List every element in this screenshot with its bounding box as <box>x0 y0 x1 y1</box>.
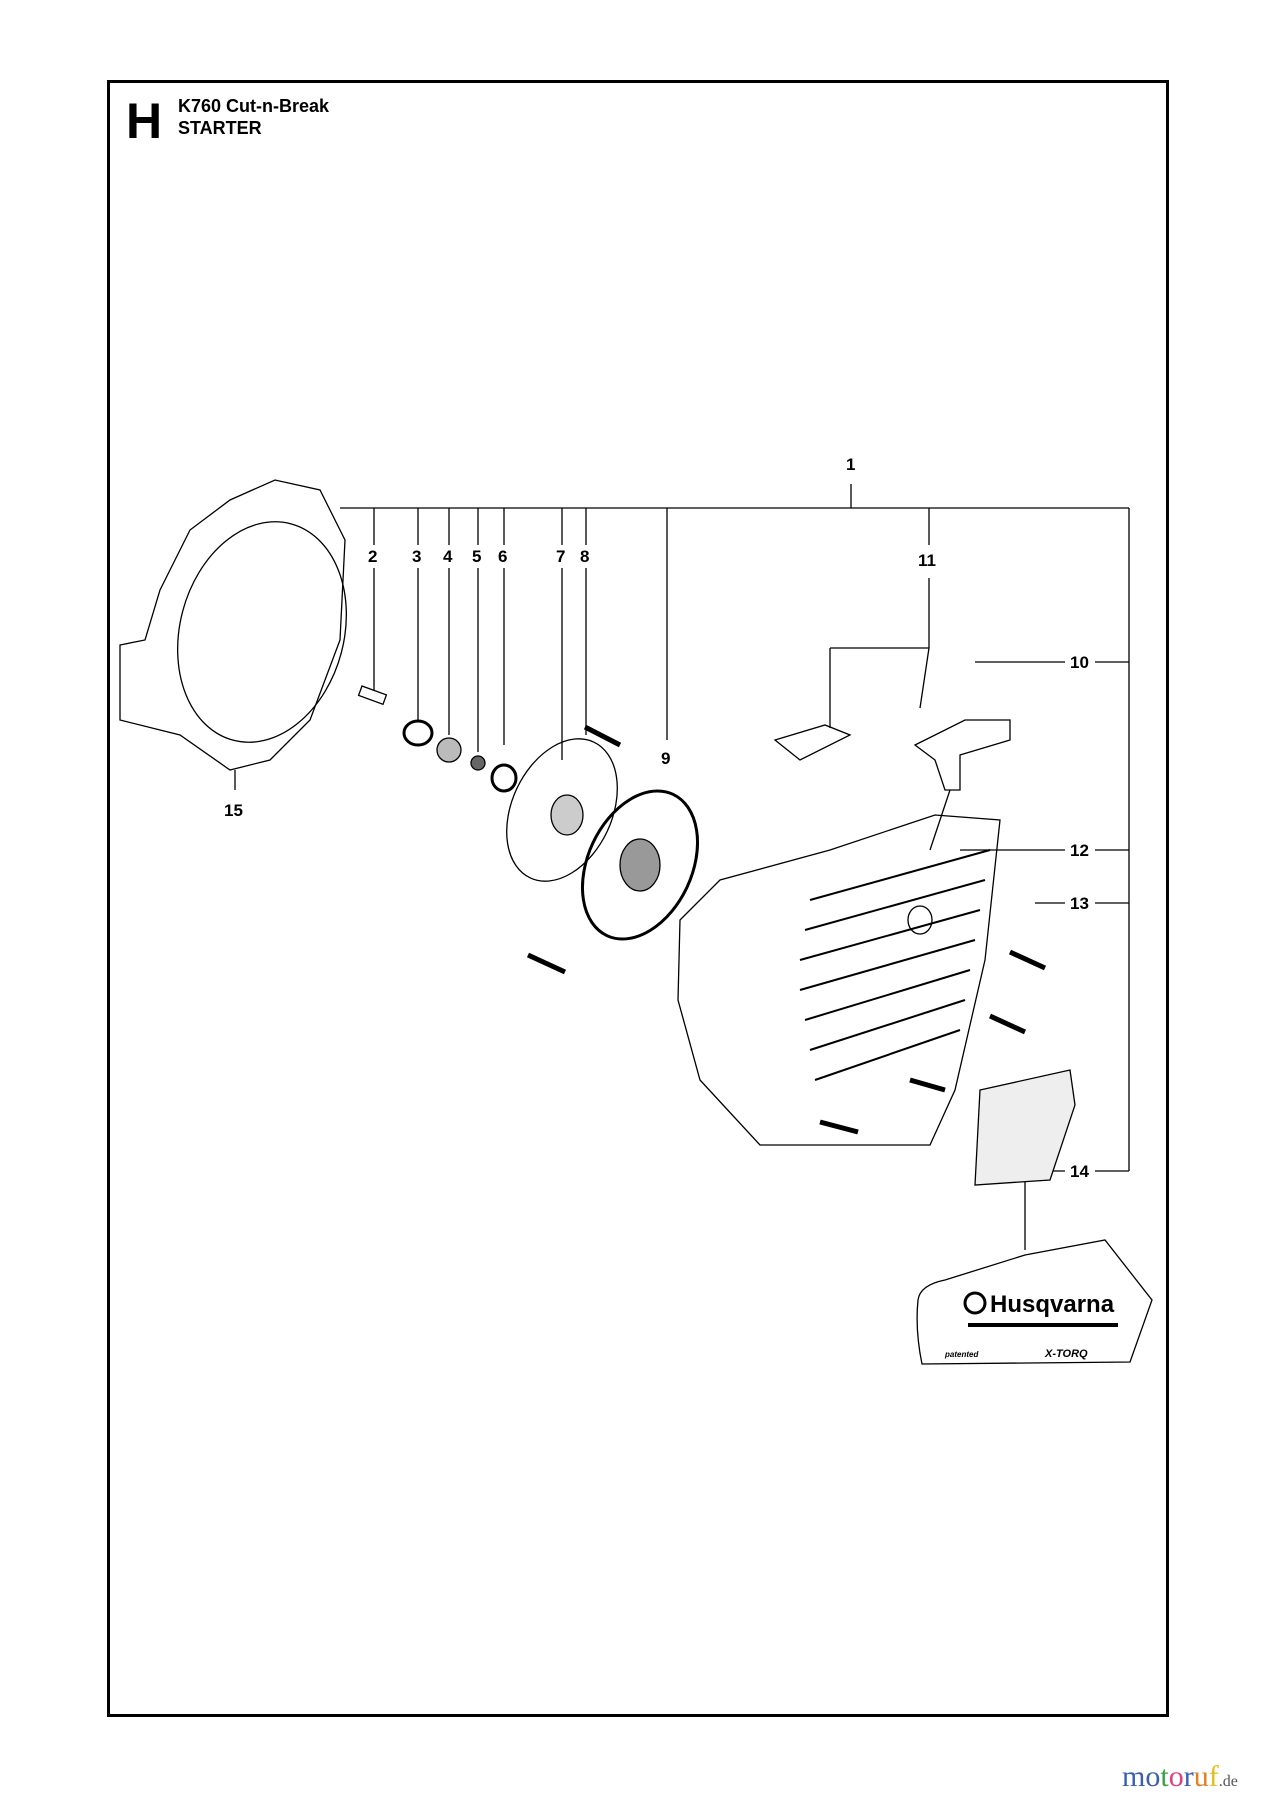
callout-15: 15 <box>224 801 243 820</box>
callout-11: 11 <box>918 551 936 570</box>
callout-1: 1 <box>846 455 855 474</box>
callout-14: 14 <box>1070 1162 1089 1181</box>
watermark-suffix: .de <box>1218 1773 1238 1790</box>
part-12-starter-cover <box>677 814 1001 1146</box>
callout-9: 9 <box>661 749 670 768</box>
diagram-frame <box>107 80 1169 1717</box>
callout-3: 3 <box>412 547 421 566</box>
small-parts <box>357 685 518 793</box>
husqvarna-logo-icon <box>963 1291 987 1315</box>
part-7-pulley <box>506 738 618 882</box>
model-name: K760 Cut-n-Break <box>178 96 330 116</box>
decal-xtorq: X-TORQ <box>1044 1348 1088 1360</box>
part-9-starter-hub <box>580 789 700 941</box>
decal-label <box>916 1239 1153 1365</box>
callout-7: 7 <box>556 547 565 566</box>
part-10-handle <box>773 719 1011 851</box>
screws <box>526 724 1047 1135</box>
callout-10: 10 <box>1070 653 1089 672</box>
callout-6: 6 <box>498 547 507 566</box>
callout-13: 13 <box>1070 894 1089 913</box>
part-15-fan-housing <box>119 479 347 771</box>
watermark-text: motoruf <box>1122 1760 1219 1793</box>
callout-2: 2 <box>368 547 377 566</box>
callout-4: 4 <box>443 547 453 566</box>
diagram-title: STARTER <box>178 118 262 138</box>
section-letter: H <box>126 93 163 149</box>
part-14-decal <box>974 1069 1076 1186</box>
callout-8: 8 <box>580 547 589 566</box>
callout-5: 5 <box>472 547 481 566</box>
decal-brand: Husqvarna <box>990 1291 1115 1318</box>
watermark-logo: motoruf.de <box>1122 1760 1238 1794</box>
decal-patented: patented <box>944 1350 979 1359</box>
callout-12: 12 <box>1070 841 1089 860</box>
